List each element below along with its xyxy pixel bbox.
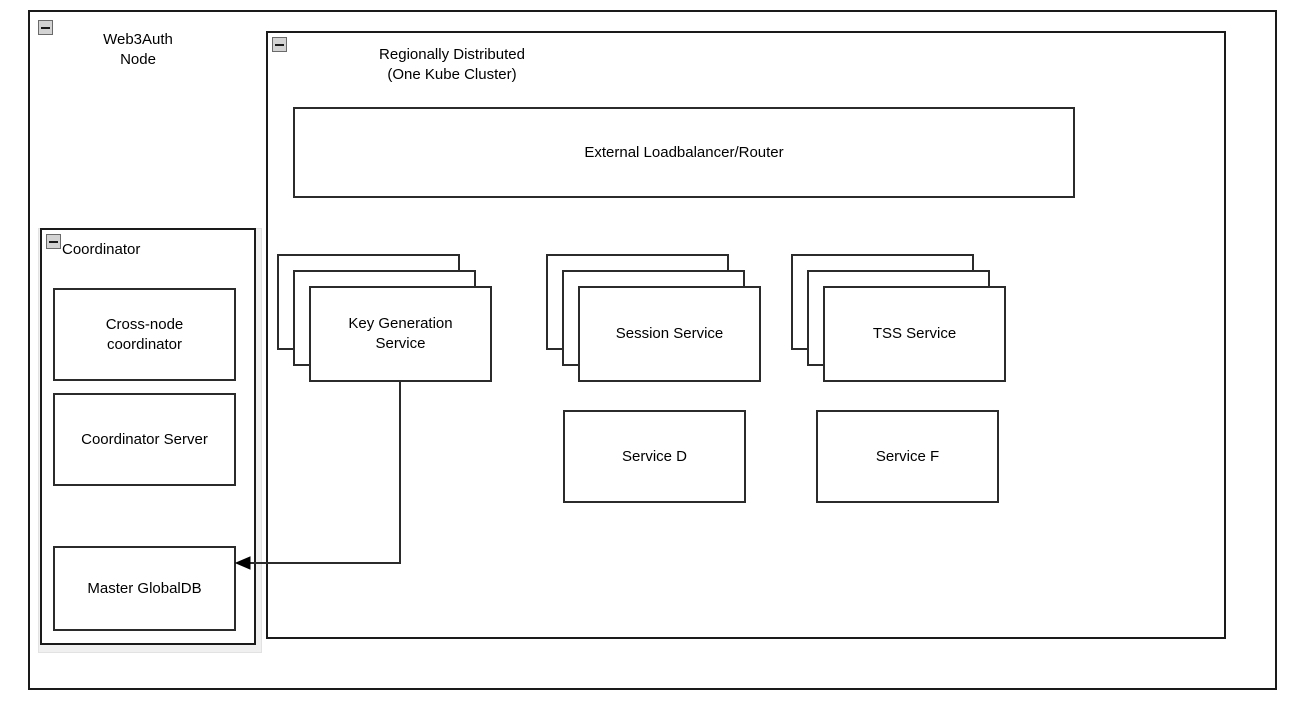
service-d-box[interactable]: Service D xyxy=(563,410,746,503)
collapse-minus-icon-web3auth-node[interactable] xyxy=(38,20,53,35)
cross-node-coordinator-box[interactable]: Cross-node coordinator xyxy=(53,288,236,381)
kube-cluster-title: Regionally Distributed (One Kube Cluster… xyxy=(379,46,525,83)
external-loadbalancer-label: External Loadbalancer/Router xyxy=(584,143,784,161)
tss-service-stack[interactable]: TSS Service xyxy=(791,254,1006,382)
coordinator-server-box[interactable]: Coordinator Server xyxy=(53,393,236,486)
web3auth-node-title: Web3Auth Node xyxy=(103,31,173,68)
session-service-stack[interactable]: Session Service xyxy=(546,254,761,382)
collapse-minus-icon-kube-cluster[interactable] xyxy=(272,37,287,52)
coordinator-panel-title: Coordinator xyxy=(62,241,141,258)
coordinator-server-label: Coordinator Server xyxy=(81,430,208,448)
service-f-box[interactable]: Service F xyxy=(816,410,999,503)
tss-service-label: TSS Service xyxy=(872,325,957,342)
service-d-label: Service D xyxy=(621,447,688,465)
key-generation-service-card-front[interactable]: Key Generation Service xyxy=(309,286,492,382)
master-globaldb-box[interactable]: Master GlobalDB xyxy=(53,546,236,631)
master-globaldb-label: Master GlobalDB xyxy=(87,579,202,597)
service-f-label: Service F xyxy=(875,447,940,465)
external-loadbalancer-box[interactable]: External Loadbalancer/Router xyxy=(293,107,1075,198)
key-generation-service-stack[interactable]: Key Generation Service xyxy=(277,254,492,382)
cross-node-coordinator-label: Cross-node coordinator xyxy=(105,315,184,353)
tss-service-card-front[interactable]: TSS Service xyxy=(823,286,1006,382)
session-service-label: Session Service xyxy=(615,325,724,342)
collapse-minus-icon-coordinator[interactable] xyxy=(46,234,61,249)
session-service-card-front[interactable]: Session Service xyxy=(578,286,761,382)
key-generation-service-label: Key Generation Service xyxy=(348,315,453,352)
